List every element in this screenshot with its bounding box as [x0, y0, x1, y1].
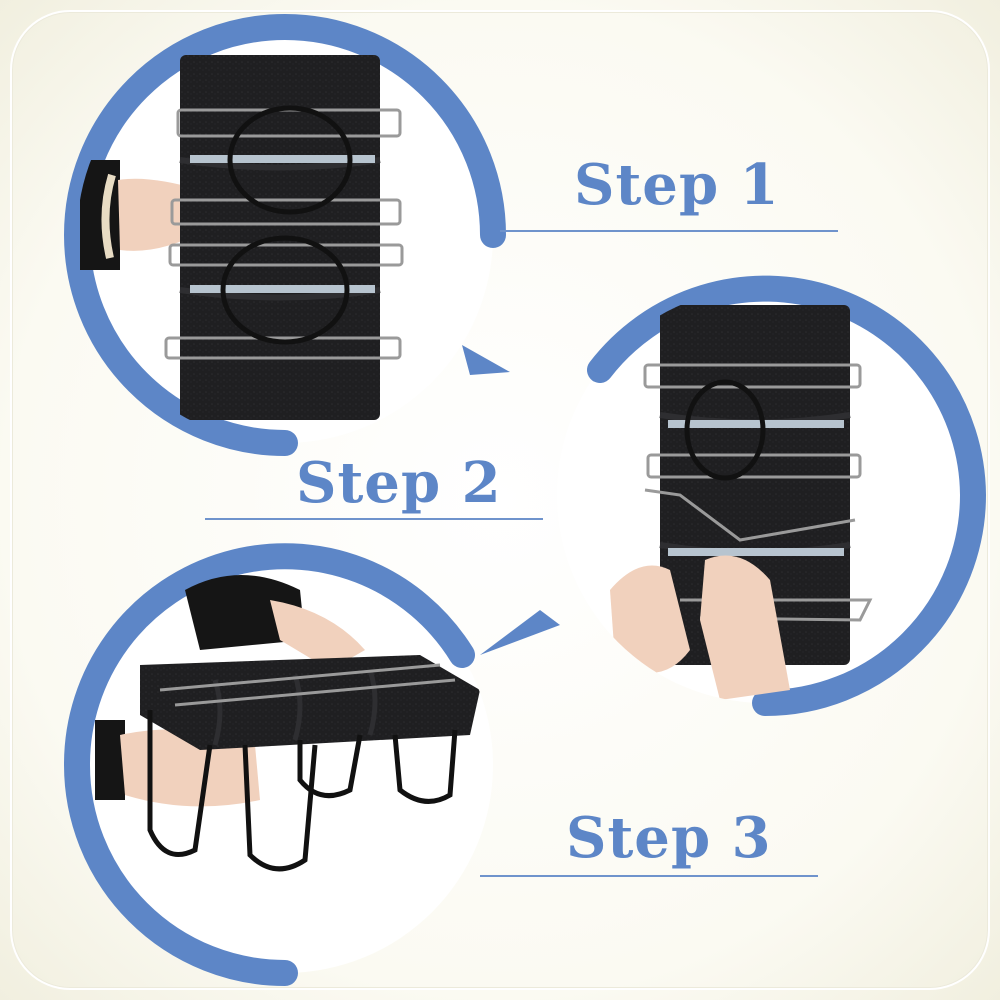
step-3-circle	[63, 543, 493, 986]
wire-frame-illustration	[147, 663, 458, 872]
step-1-underline	[500, 230, 838, 232]
step-2-label: Step 2	[296, 450, 502, 516]
rounded-frame	[10, 10, 990, 990]
step-3-underline	[480, 875, 818, 877]
step-1-circle	[63, 14, 506, 456]
hand-illustration	[610, 555, 790, 700]
step-1-label: Step 1	[574, 152, 780, 218]
connector-arrow	[462, 345, 510, 375]
step-2-circle	[557, 275, 987, 716]
wire-frame-illustration	[643, 363, 873, 622]
step-2-underline	[205, 518, 543, 520]
step-3-label: Step 3	[566, 805, 772, 871]
connector-arrow	[480, 610, 560, 655]
hand-illustration	[95, 575, 365, 807]
wire-frame-illustration	[164, 105, 404, 360]
foam-block-illustration	[140, 655, 480, 750]
